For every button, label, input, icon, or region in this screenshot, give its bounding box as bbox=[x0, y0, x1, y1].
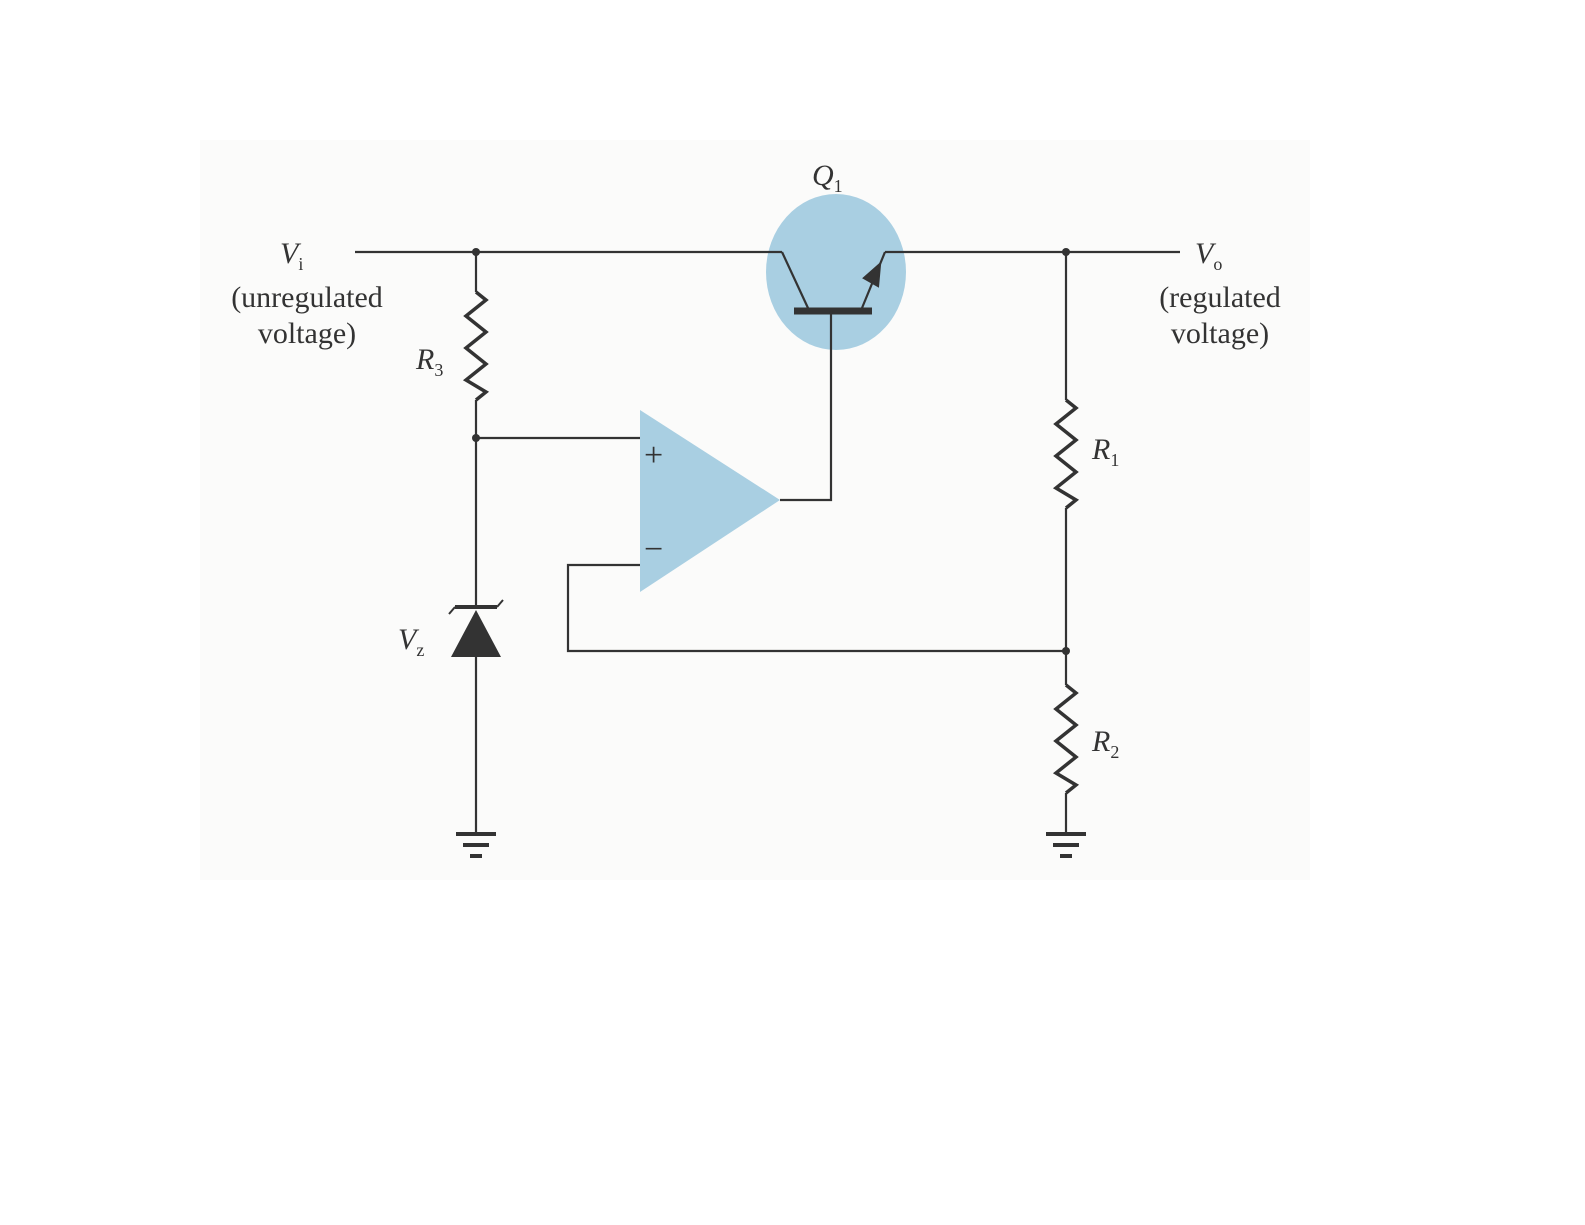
collector-lead bbox=[781, 251, 809, 309]
ground-right-icon bbox=[1046, 832, 1086, 858]
node-divider bbox=[1062, 647, 1070, 655]
r3-label: R3 bbox=[416, 343, 444, 380]
q1-label: Q1 bbox=[812, 159, 843, 196]
r1-label: R1 bbox=[1092, 433, 1120, 470]
base-wire bbox=[780, 311, 833, 502]
vi-label: Vi bbox=[280, 237, 304, 274]
resistor-r2 bbox=[1052, 683, 1080, 795]
transistor-highlight bbox=[766, 194, 906, 350]
resistor-r1 bbox=[1052, 398, 1080, 510]
emitter-arrow-icon bbox=[862, 261, 882, 288]
minus-sign: − bbox=[644, 531, 664, 568]
plus-sign: + bbox=[644, 437, 664, 474]
resistor-r3 bbox=[462, 290, 490, 402]
ground-left-icon bbox=[456, 832, 496, 858]
r2-label: R2 bbox=[1092, 725, 1120, 762]
vz-label: Vz bbox=[398, 623, 425, 660]
vo-label: Vo bbox=[1195, 237, 1223, 274]
feedback-wire bbox=[566, 563, 1066, 653]
node-output bbox=[1062, 248, 1070, 256]
opamp bbox=[640, 410, 780, 592]
node-input bbox=[472, 248, 480, 256]
node-plus bbox=[472, 434, 480, 442]
zener-diode bbox=[451, 610, 501, 657]
